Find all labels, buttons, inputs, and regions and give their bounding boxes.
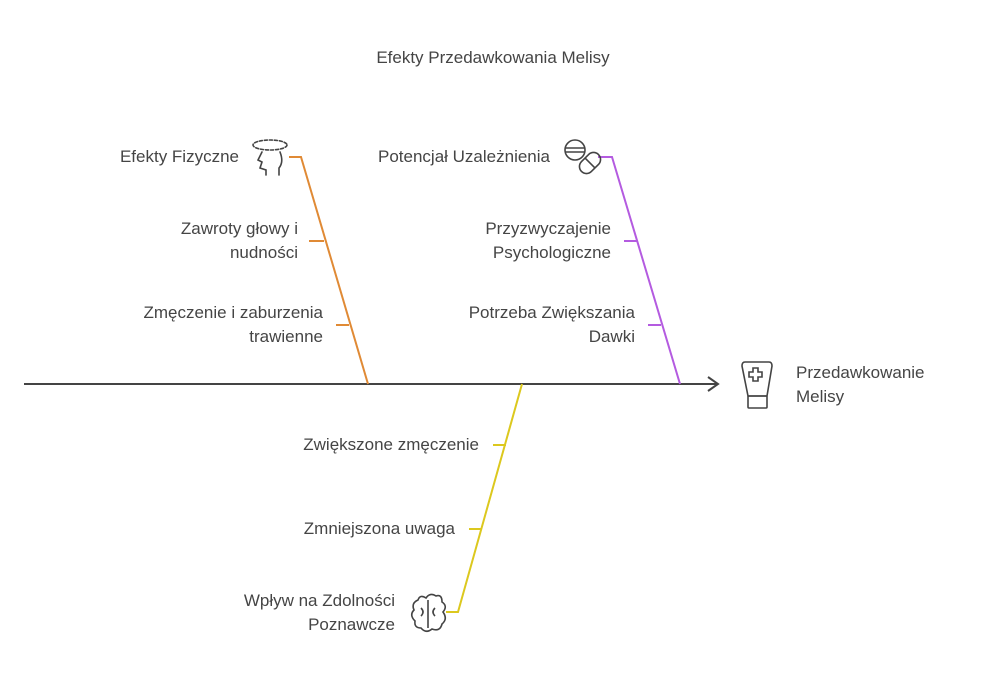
cause-dizziness-line2: nudności (229, 243, 298, 262)
branch-label-cognitive-line1: Wpływ na Zdolności (243, 591, 395, 610)
cause-dose-increase-line2: Dawki (588, 327, 635, 346)
head-label-line1: Przedawkowanie (796, 363, 925, 382)
cause-increased-fatigue: Zwiększone zmęczenie (303, 435, 479, 454)
cause-dose-increase-line1: Potrzeba Zwiększania (468, 303, 635, 322)
branch-label-physical: Efekty Fizyczne (119, 147, 239, 166)
pills-icon (564, 139, 602, 175)
dizzy-head-icon (252, 139, 288, 176)
diagram-title: Efekty Przedawkowania Melisy (376, 48, 610, 67)
branch-cognitive-lines (446, 383, 523, 613)
cause-fatigue-line1: Zmęczenie i zaburzenia (143, 303, 323, 322)
head-label-line2: Melisy (796, 387, 845, 406)
cause-dizziness-line1: Zawroty głowy i (180, 219, 298, 238)
cause-reduced-attention: Zmniejszona uwaga (303, 519, 455, 538)
cause-habituation-line2: Psychologiczne (492, 243, 611, 262)
brain-icon (410, 593, 447, 633)
branch-label-addiction: Potencjał Uzależnienia (378, 147, 550, 166)
cause-habituation-line1: Przyzwyczajenie (485, 219, 611, 238)
spine-arrowhead-icon (707, 376, 720, 392)
cause-fatigue-line2: trawienne (249, 327, 323, 346)
branch-addiction-lines (598, 156, 681, 385)
branch-physical-lines (289, 156, 369, 385)
branch-label-cognitive-line2: Poznawcze (308, 615, 395, 634)
medicine-tube-icon (741, 361, 773, 409)
